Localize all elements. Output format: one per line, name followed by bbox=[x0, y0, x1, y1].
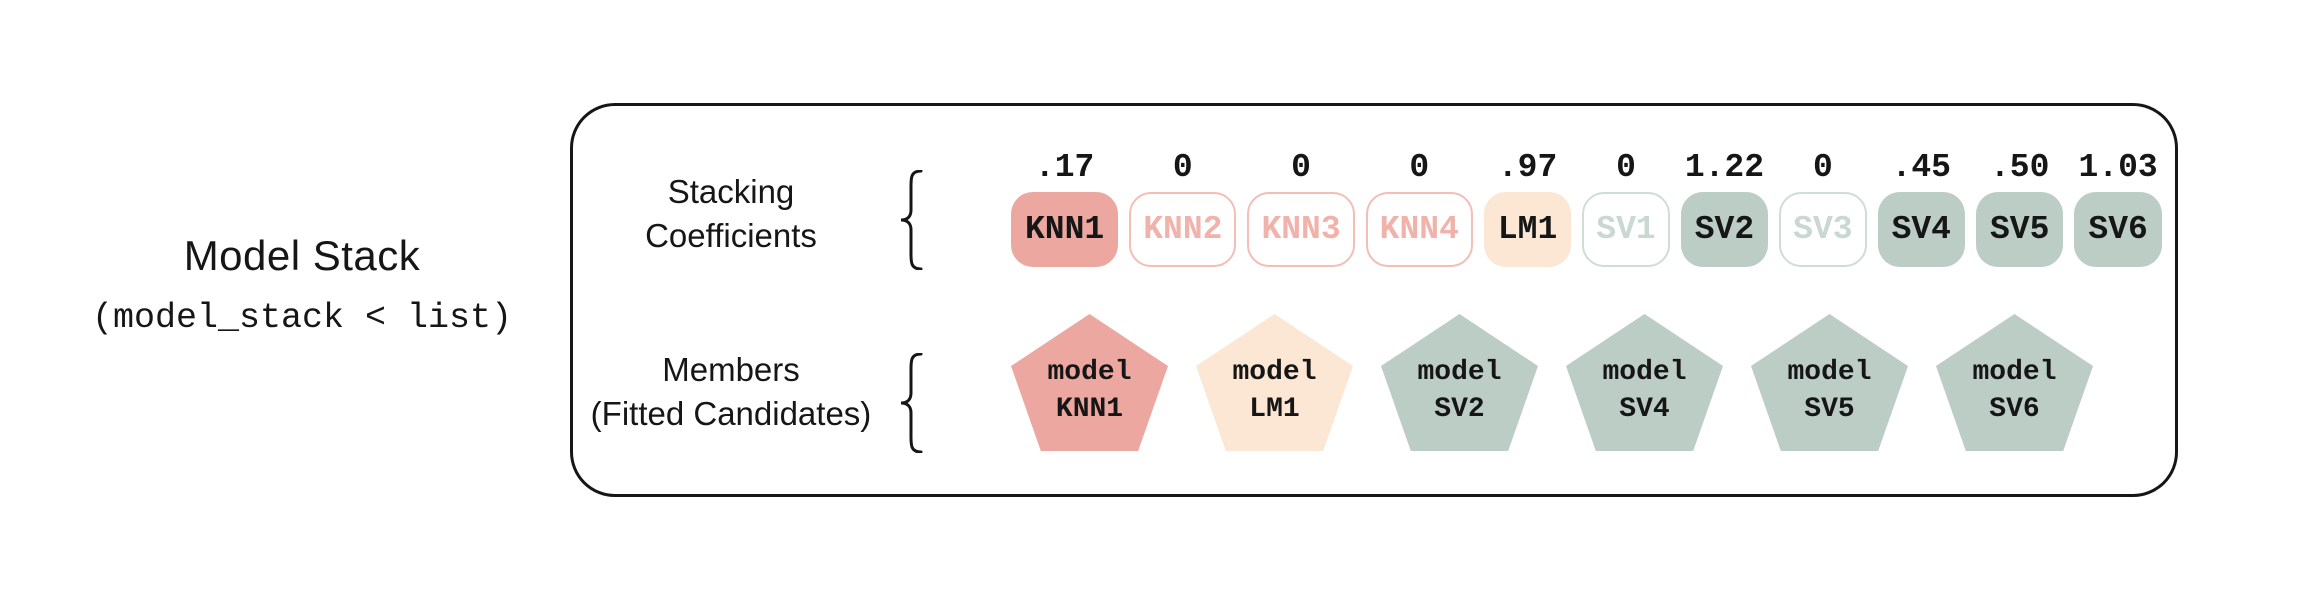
candidate-badge: KNN2 bbox=[1129, 192, 1237, 267]
member-pentagon-line2: SV4 bbox=[1619, 393, 1670, 425]
member-pentagon-line2: LM1 bbox=[1249, 393, 1300, 425]
coefficient-value: .45 bbox=[1891, 149, 1951, 186]
coefficient-value: 0 bbox=[1291, 149, 1311, 186]
coefficient-value: 1.22 bbox=[1684, 149, 1765, 186]
member-pentagon-line1: model bbox=[1787, 356, 1872, 388]
candidate-badge: KNN4 bbox=[1365, 192, 1473, 267]
candidate-badge: LM1 bbox=[1483, 192, 1572, 267]
model-stack-title-block: Model Stack (model_stack < list) bbox=[40, 232, 564, 338]
page-title: Model Stack bbox=[183, 232, 421, 279]
member-pentagon-line2: SV6 bbox=[1989, 393, 2040, 425]
stacking-coefficients-label-line2: Coefficients bbox=[645, 217, 817, 254]
member-pentagon-line2: SV5 bbox=[1804, 393, 1855, 425]
members-label-line2: (Fitted Candidates) bbox=[590, 395, 872, 432]
coefficient-value: 0 bbox=[1172, 149, 1193, 186]
member-pentagon-line1: model bbox=[1972, 356, 2057, 388]
candidate-badge: SV1 bbox=[1582, 192, 1670, 267]
member-pentagon-line2: KNN1 bbox=[1055, 393, 1124, 425]
candidate-badge: SV5 bbox=[1975, 192, 2064, 267]
left-brace-icon bbox=[900, 353, 923, 453]
coefficient-value: .50 bbox=[1989, 149, 2050, 186]
member-pentagon-line1: model bbox=[1417, 356, 1502, 388]
left-brace-icon bbox=[900, 170, 923, 270]
candidate-badge: SV2 bbox=[1680, 192, 1769, 267]
coefficient-value: .97 bbox=[1497, 149, 1558, 186]
member-pentagon-line1: model bbox=[1232, 356, 1317, 388]
member-pentagon-line1: model bbox=[1047, 356, 1132, 388]
stacking-coefficients-label: Stacking Coefficients bbox=[581, 170, 881, 258]
members-label: Members (Fitted Candidates) bbox=[581, 348, 881, 436]
stacking-coefficients-label-line1: Stacking bbox=[667, 173, 795, 210]
candidate-badge: KNN1 bbox=[1011, 192, 1119, 267]
model-stack-code-label: (model_stack < list) bbox=[91, 298, 513, 338]
coefficient-value: 0 bbox=[1812, 149, 1833, 186]
candidate-badge: SV3 bbox=[1779, 192, 1867, 267]
candidate-badge: SV4 bbox=[1877, 192, 1965, 267]
coefficient-value: 0 bbox=[1616, 149, 1636, 186]
member-pentagon-line2: SV2 bbox=[1434, 393, 1485, 425]
candidate-badge: KNN3 bbox=[1247, 192, 1355, 267]
members-label-line1: Members bbox=[662, 351, 800, 388]
coefficient-value: 1.03 bbox=[2078, 149, 2158, 186]
member-pentagon-line1: model bbox=[1602, 356, 1687, 388]
candidate-badge: SV6 bbox=[2074, 192, 2162, 267]
coefficient-value: .17 bbox=[1034, 149, 1095, 186]
coefficient-value: 0 bbox=[1409, 149, 1430, 186]
